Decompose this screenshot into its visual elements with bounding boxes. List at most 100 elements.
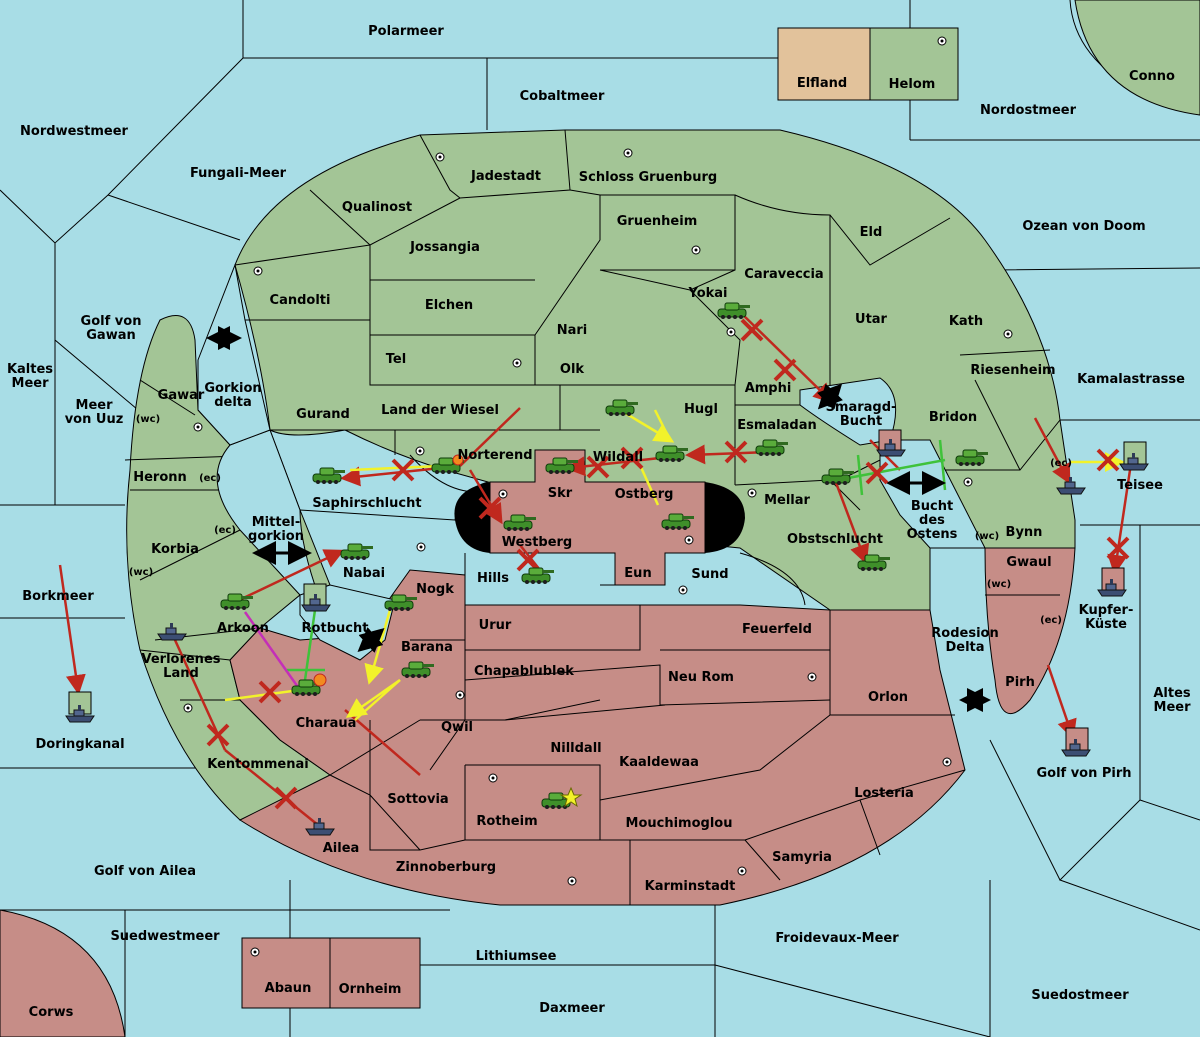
land-olk[interactable]: Olk	[559, 362, 585, 377]
land-zinnoberburg[interactable]: Zinnoberburg	[395, 860, 497, 875]
land-schloss-gruenburg[interactable]: Schloss Gruenburg	[578, 170, 718, 185]
land-feuerfeld[interactable]: Feuerfeld	[742, 622, 812, 637]
land-eun[interactable]: Eun	[624, 566, 652, 581]
land-kentommenai[interactable]: Kentommenai	[207, 757, 309, 772]
land-ornheim[interactable]: Ornheim	[338, 982, 402, 997]
land-korbia-wc[interactable]: (wc)	[128, 567, 154, 578]
land-barana[interactable]: Barana	[401, 640, 453, 655]
land-obstschlucht[interactable]: Obstschlucht	[787, 532, 883, 547]
sea-polarmeer[interactable]: Polarmeer	[368, 24, 444, 39]
land-karminstadt[interactable]: Karminstadt	[644, 879, 736, 894]
land-candolti[interactable]: Candolti	[269, 293, 331, 308]
land-elfland[interactable]: Elfland	[796, 76, 848, 91]
land-gwaul-ec[interactable]: (ec)	[1040, 615, 1062, 626]
land-bynn-coast[interactable]: (wc)	[974, 531, 1000, 542]
sea-suedwestmeer[interactable]: Suedwestmeer	[110, 929, 220, 944]
land-mellar[interactable]: Mellar	[764, 493, 810, 508]
fleet-ship-icon[interactable]	[65, 429, 1149, 836]
land-teisee[interactable]: Teisee	[1117, 478, 1163, 493]
land-elfland[interactable]	[777, 27, 871, 101]
land-samyria[interactable]: Samyria	[772, 850, 832, 865]
land-skr[interactable]: Skr	[547, 486, 573, 501]
land-nabai[interactable]: Nabai	[342, 566, 386, 581]
land-orlon[interactable]: Orlon	[867, 690, 909, 705]
land-bynn[interactable]: Bynn	[1005, 525, 1043, 540]
land-tel[interactable]: Tel	[385, 352, 407, 367]
land-esmaladan[interactable]: Esmaladan	[737, 418, 817, 433]
land-hills[interactable]: Hills	[477, 571, 509, 586]
land-pirh[interactable]: Pirh	[1005, 675, 1035, 690]
land-saphirschlucht[interactable]: Saphirschlucht	[312, 496, 422, 511]
land-ostberg[interactable]: Ostberg	[614, 487, 674, 502]
land-conno[interactable]	[1074, 0, 1200, 116]
sea-rotbucht[interactable]: Rotbucht	[301, 621, 369, 636]
land-helom[interactable]: Helom	[888, 77, 936, 92]
land-chapablublek[interactable]: Chapablublek	[474, 664, 574, 679]
land-hugl[interactable]: Hugl	[684, 402, 718, 417]
sea-froidevaux-meer[interactable]: Froidevaux-Meer	[775, 931, 899, 946]
land-gwaul-wc[interactable]: (wc)	[986, 579, 1012, 590]
land-utar[interactable]: Utar	[855, 312, 887, 327]
sea-mittelgorkion[interactable]: Mittel- gorkion	[248, 515, 304, 544]
land-conno[interactable]: Conno	[1129, 69, 1175, 84]
sea-rodesion-delta[interactable]: Rodesion Delta	[931, 626, 999, 655]
sea-daxmeer[interactable]: Daxmeer	[539, 1001, 605, 1016]
land-mouchimoglou[interactable]: Mouchimoglou	[625, 816, 733, 831]
sea-kupfer-kueste[interactable]: Kupfer- Küste	[1078, 603, 1134, 632]
sea-borkmeer[interactable]: Borkmeer	[22, 589, 94, 604]
sea-golf-von-ailea[interactable]: Golf von Ailea	[94, 864, 196, 879]
land-jadestadt[interactable]: Jadestadt	[471, 169, 541, 184]
land-gruenheim[interactable]: Gruenheim	[616, 214, 698, 229]
sea-altes-meer[interactable]: Altes Meer	[1153, 686, 1191, 715]
land-eld[interactable]: Eld	[859, 225, 883, 240]
land-ornheim[interactable]	[329, 937, 421, 1009]
land-nari[interactable]: Nari	[556, 323, 588, 338]
sea-doringkanal[interactable]: Doringkanal	[35, 737, 125, 752]
land-riesenheim[interactable]: Riesenheim	[970, 363, 1056, 378]
sea-fungali-meer[interactable]: Fungali-Meer	[189, 166, 287, 181]
land-gwaul-red[interactable]	[984, 547, 1076, 714]
land-kath[interactable]: Kath	[948, 314, 984, 329]
land-gawar-coast[interactable]: (wc)	[135, 414, 161, 425]
land-amphi[interactable]: Amphi	[744, 381, 792, 396]
land-yokai[interactable]: Yokai	[688, 286, 728, 301]
sea-golf-von-pirh[interactable]: Golf von Pirh	[1036, 766, 1132, 781]
land-nogk[interactable]: Nogk	[416, 582, 454, 597]
land-urur[interactable]: Urur	[478, 618, 512, 633]
sea-cobaltmeer[interactable]: Cobaltmeer	[519, 89, 605, 104]
land-losteria[interactable]: Losteria	[854, 786, 914, 801]
sea-nordwestmeer[interactable]: Nordwestmeer	[20, 124, 128, 139]
land-gwaul[interactable]: Gwaul	[1006, 555, 1052, 570]
land-korbia-ec[interactable]: (ec)	[214, 525, 236, 536]
land-qwil[interactable]: Qwil	[441, 720, 473, 735]
land-kaaldewaa[interactable]: Kaaldewaa	[619, 755, 699, 770]
land-nilldall[interactable]: Nilldall	[550, 741, 602, 756]
sea-suedostmeer[interactable]: Suedostmeer	[1031, 988, 1129, 1003]
land-neu-rom[interactable]: Neu Rom	[668, 670, 734, 685]
land-korbia[interactable]: Korbia	[151, 542, 199, 557]
sea-kaltes-meer[interactable]: Kaltes Meer	[6, 362, 54, 391]
land-wildall[interactable]: Wildall	[592, 450, 644, 465]
sea-ozean-von-doom[interactable]: Ozean von Doom	[1022, 219, 1146, 234]
land-sund[interactable]: Sund	[691, 567, 729, 582]
land-jossangia[interactable]: Jossangia	[410, 240, 480, 255]
land-caraveccia[interactable]: Caraveccia	[744, 267, 824, 282]
land-corws[interactable]: Corws	[28, 1005, 74, 1020]
sea-meer-von-uuz[interactable]: Meer von Uuz	[64, 398, 124, 427]
land-bridon[interactable]: Bridon	[928, 410, 978, 425]
land-heronn[interactable]: Heronn	[133, 470, 187, 485]
land-land-der-wiesel[interactable]: Land der Wiesel	[381, 403, 499, 418]
land-rotheim[interactable]: Rotheim	[476, 814, 538, 829]
land-charaua[interactable]: Charaua	[295, 716, 357, 731]
land-norterend[interactable]: Norterend	[457, 448, 533, 463]
sea-smaragd-bucht[interactable]: Smaragd- Bucht	[825, 400, 897, 429]
sea-kamalastrasse[interactable]: Kamalastrasse	[1077, 372, 1185, 387]
land-gawar[interactable]: Gawar	[157, 388, 205, 403]
land-teisee-coast[interactable]: (ec)	[1050, 458, 1072, 469]
land-gurand[interactable]: Gurand	[296, 407, 350, 422]
land-ailea[interactable]: Ailea	[322, 841, 360, 856]
land-arkoon[interactable]: Arkoon	[217, 621, 269, 636]
sea-golf-von-gawan[interactable]: Golf von Gawan	[80, 314, 142, 343]
land-westberg[interactable]: Westberg	[501, 535, 573, 550]
land-heronn-coast[interactable]: (ec)	[199, 473, 221, 484]
